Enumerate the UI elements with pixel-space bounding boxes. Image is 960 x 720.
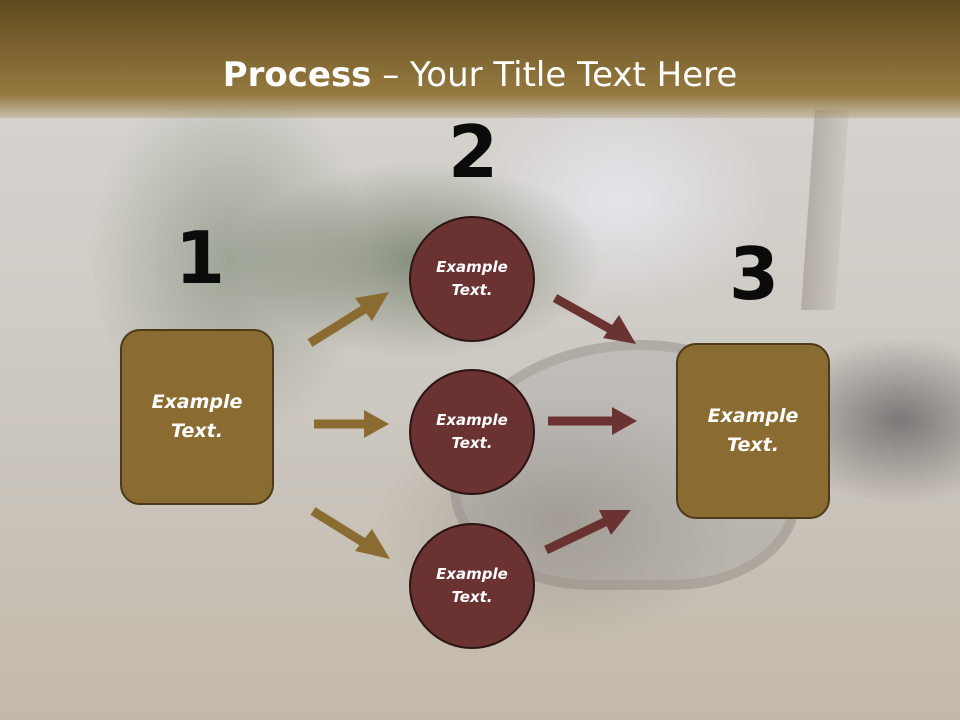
arrow-2-to-3-top (552, 294, 636, 344)
step-2-circle-bottom-text: Example Text. (436, 565, 508, 606)
step-1-box[interactable]: Example Text. (120, 329, 274, 505)
step-1-number: 1 (174, 216, 226, 300)
step-3-number: 3 (728, 232, 780, 316)
title-rest: – Your Title Text Here (371, 55, 738, 95)
title-bold: Process (222, 55, 372, 95)
slide-title: Process – Your Title Text Here (0, 52, 960, 98)
title-bar (0, 0, 960, 118)
step-2-circle-top-text: Example Text. (436, 258, 508, 299)
arrow-1-to-2-top (307, 292, 389, 347)
step-2-number: 2 (447, 110, 499, 194)
step-2-circle-top[interactable]: Example Text. (409, 216, 535, 342)
step-2-circle-middle[interactable]: Example Text. (409, 369, 535, 495)
step-2-circle-middle-text: Example Text. (436, 411, 508, 452)
step-2-circle-bottom[interactable]: Example Text. (409, 523, 535, 649)
arrow-2-to-3-middle (548, 407, 637, 435)
arrow-1-to-2-bottom (310, 507, 390, 559)
step-3-box[interactable]: Example Text. (676, 343, 830, 519)
arrow-1-to-2-middle (314, 410, 389, 438)
step-1-text: Example Text. (151, 391, 243, 442)
arrow-2-to-3-bottom (544, 510, 631, 555)
step-3-text: Example Text. (707, 405, 799, 456)
